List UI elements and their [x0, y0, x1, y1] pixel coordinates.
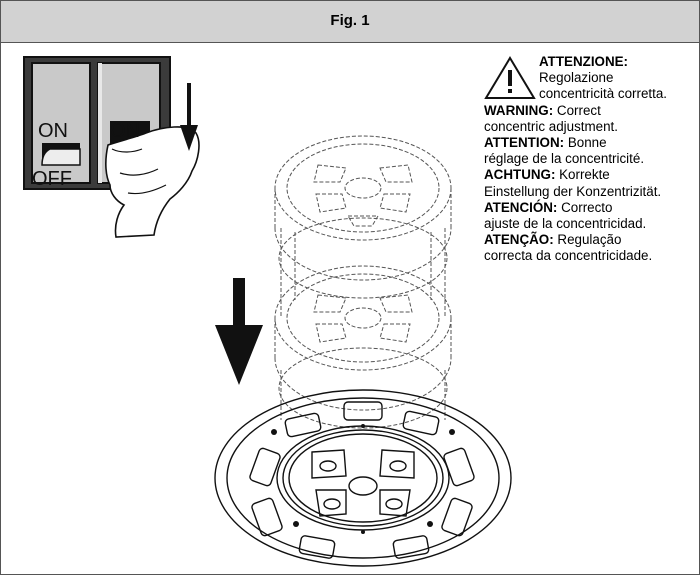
arrow-down-icon	[180, 83, 198, 151]
warning-en-line2: concentric adjustment.	[484, 118, 618, 134]
warning-es: ATENCIÓN: Correcto	[484, 199, 613, 215]
arrow-down-icon	[215, 278, 263, 385]
figure-header: Fig. 1	[1, 1, 699, 43]
warning-de: ACHTUNG: Korrekte	[484, 167, 610, 183]
warning-text-block: ATTENZIONE: Regolazione concentricità co…	[484, 54, 698, 265]
warning-fr: ATTENTION: Bonne	[484, 135, 607, 151]
switch-on-label-left: ON	[38, 120, 68, 142]
warning-triangle-icon	[484, 56, 536, 99]
warning-it-head: ATTENZIONE:	[539, 54, 629, 69]
warning-en: WARNING: Correct	[484, 102, 601, 118]
switch-on-label-right: ON	[110, 120, 140, 142]
base-plate-holes	[271, 424, 455, 534]
warning-pt-line2: correcta da concentricidade.	[484, 248, 653, 264]
figure-title: Fig. 1	[330, 12, 370, 29]
warning-it-line1: Regolazione	[539, 70, 614, 86]
warning-de-line2: Einstellung der Konzentrizität.	[484, 183, 662, 199]
finger-hand	[105, 126, 200, 238]
switch-off-label: OFF	[32, 168, 72, 190]
warning-pt: ATENÇÃO: Regulação	[484, 232, 622, 248]
warning-it-line2: concentricità corretta.	[539, 86, 668, 102]
warning-fr-line2: réglage de la concentricité.	[484, 151, 645, 167]
base-plate	[214, 389, 512, 567]
dashed-rotors	[274, 135, 452, 429]
warning-es-line2: ajuste de la concentricidad.	[484, 216, 647, 232]
dip-switch-illustration: ON ON OFF	[23, 56, 200, 238]
